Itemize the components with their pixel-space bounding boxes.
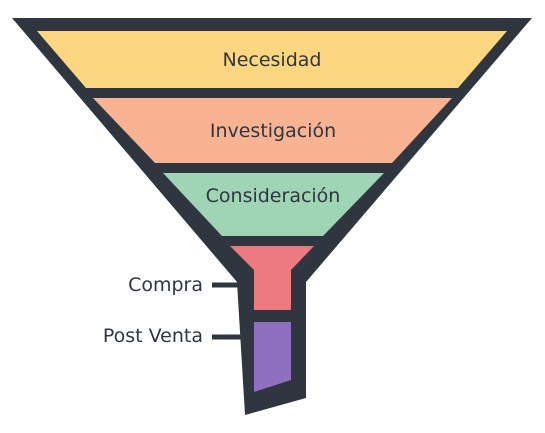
funnel-stage-necesidad [37,31,507,88]
funnel-stage-compra [230,246,314,310]
funnel-stage-consideracion [163,173,384,236]
label-necesidad: Necesidad [223,49,322,71]
label-investigacion: Investigación [210,120,336,142]
label-consideracion: Consideración [206,185,341,207]
label-post-venta: Post Venta [103,325,203,347]
funnel-stage-post-venta [254,322,291,392]
funnel-stage-investigacion [93,98,452,163]
label-compra: Compra [128,274,203,296]
